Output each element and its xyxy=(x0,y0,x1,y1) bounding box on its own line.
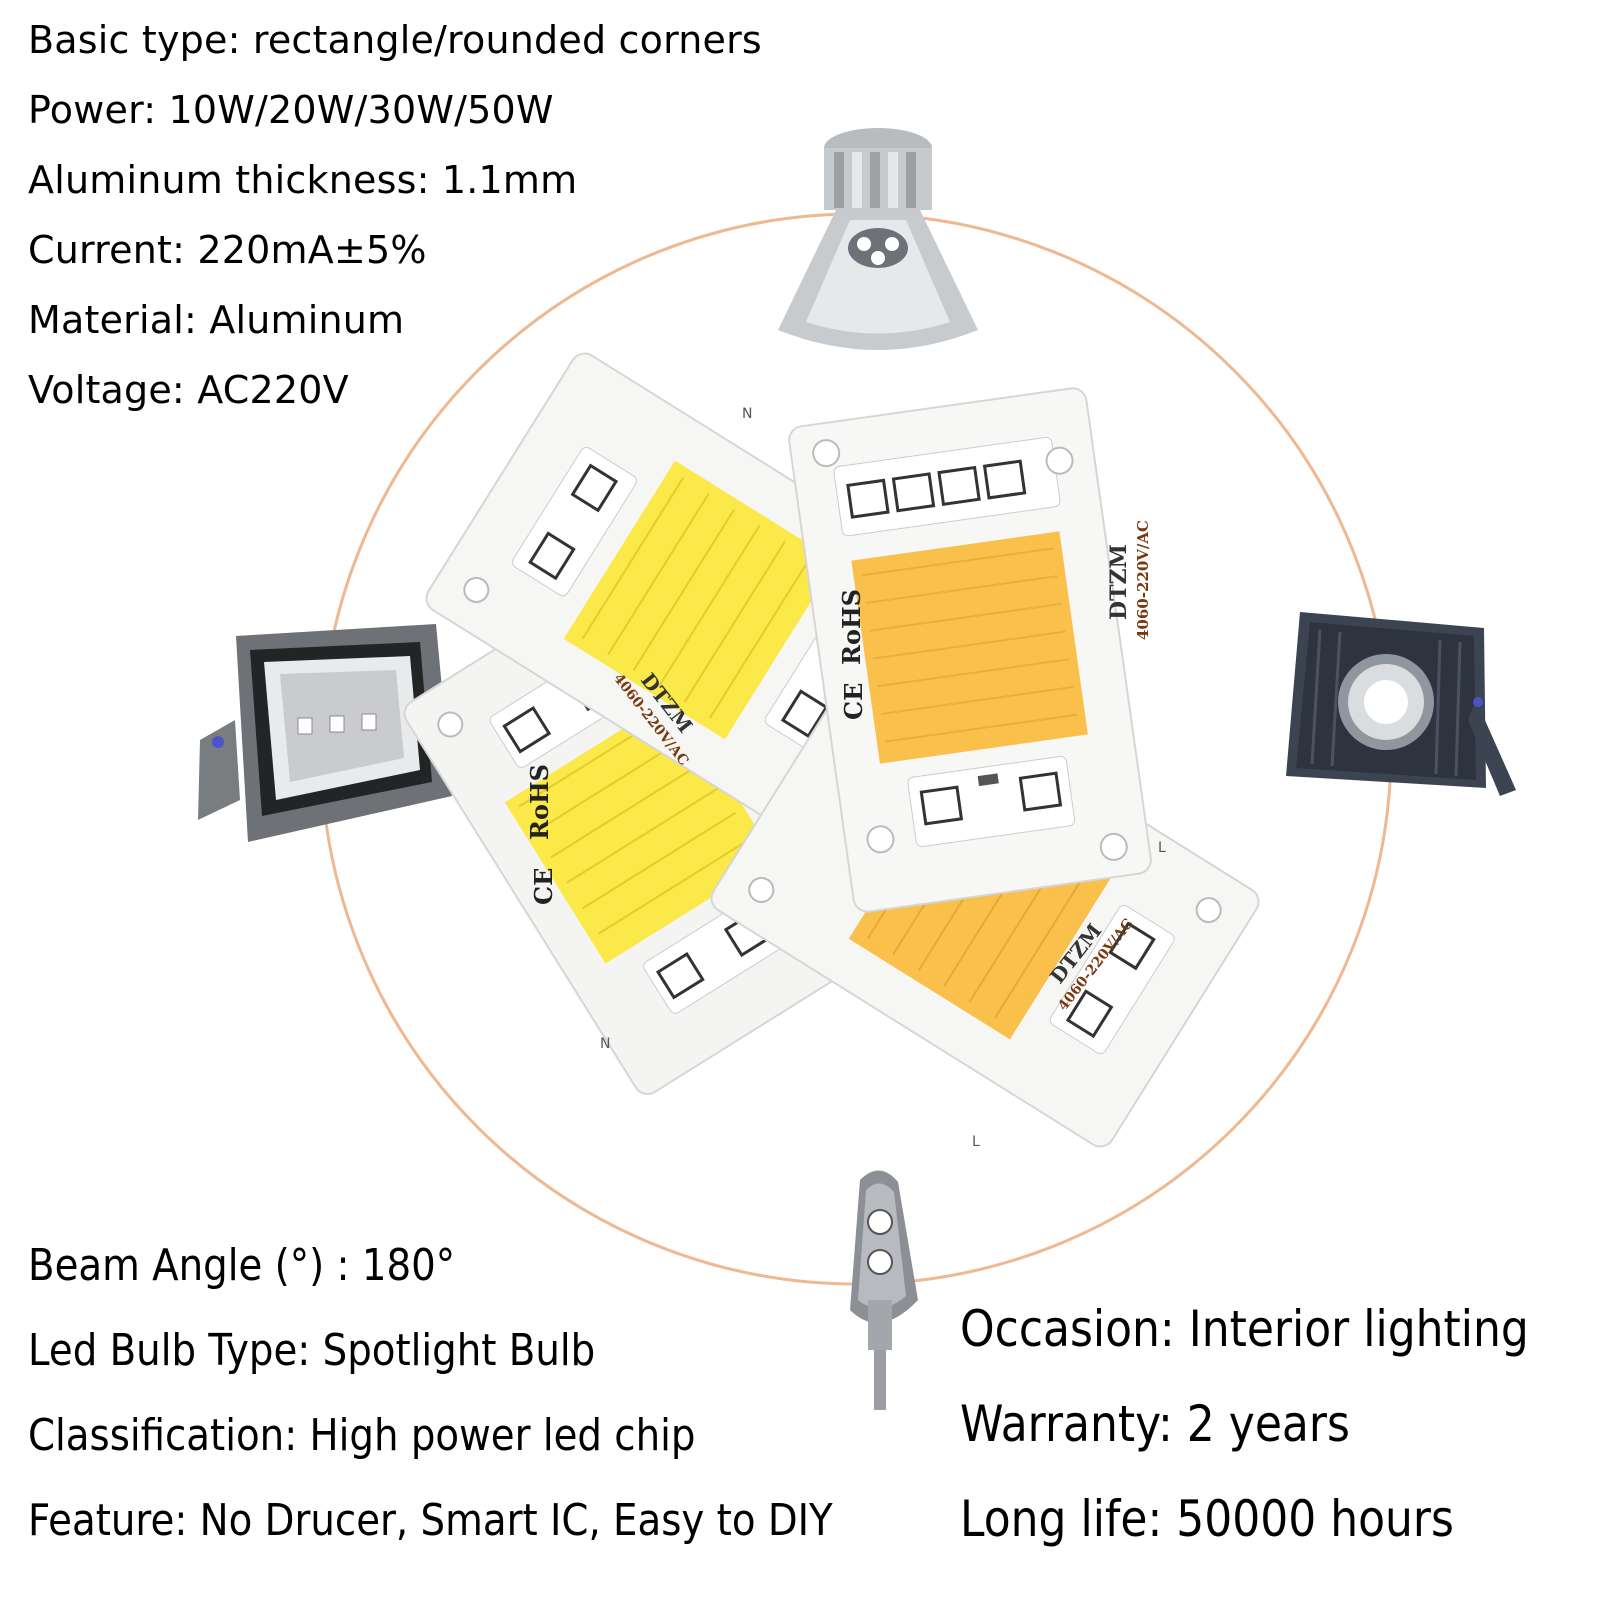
spec-long-life: Long life: 50000 hours xyxy=(960,1490,1454,1548)
spec-material: Material: Aluminum xyxy=(28,298,405,342)
spec-current: Current: 220mA±5% xyxy=(28,228,427,272)
spec-power: Power: 10W/20W/30W/50W xyxy=(28,88,554,132)
spec-classification: Classification: High power led chip xyxy=(28,1410,696,1461)
spec-voltage: Voltage: AC220V xyxy=(28,368,349,412)
chip-rohs-label: RoHS xyxy=(837,589,866,665)
spec-beam-angle: Beam Angle (°) : 180° xyxy=(28,1240,456,1291)
chip-rohs-label-2: RoHS xyxy=(525,764,554,840)
chip-ce-label: CE xyxy=(839,683,868,720)
spec-led-bulb-type: Led Bulb Type: Spotlight Bulb xyxy=(28,1325,596,1376)
led-chip-warm-white-front xyxy=(788,387,1152,913)
chip-pin-l-label: L xyxy=(1158,840,1166,856)
chip-ce-label-2: CE xyxy=(529,868,558,905)
chip-brand-label: DTZM xyxy=(1106,544,1132,620)
high-bay-lamp-icon xyxy=(778,128,978,350)
chip-pin-l-label-2: L xyxy=(972,1134,980,1150)
flood-light-icon xyxy=(198,624,452,842)
spec-warranty: Warranty: 2 years xyxy=(960,1395,1350,1453)
flood-light-dark-icon xyxy=(1286,612,1516,796)
spec-aluminum-thickness: Aluminum thickness: 1.1mm xyxy=(28,158,578,202)
chip-pin-n-label-2: N xyxy=(600,1036,610,1052)
chip-pin-n-label: N xyxy=(742,406,752,422)
spec-feature: Feature: No Drucer, Smart IC, Easy to DI… xyxy=(28,1495,833,1546)
street-light-icon xyxy=(850,1170,918,1410)
spec-occasion: Occasion: Interior lighting xyxy=(960,1300,1529,1358)
spec-basic-type: Basic type: rectangle/rounded corners xyxy=(28,18,762,62)
chip-model-label: 4060-220V/AC xyxy=(1134,520,1152,640)
